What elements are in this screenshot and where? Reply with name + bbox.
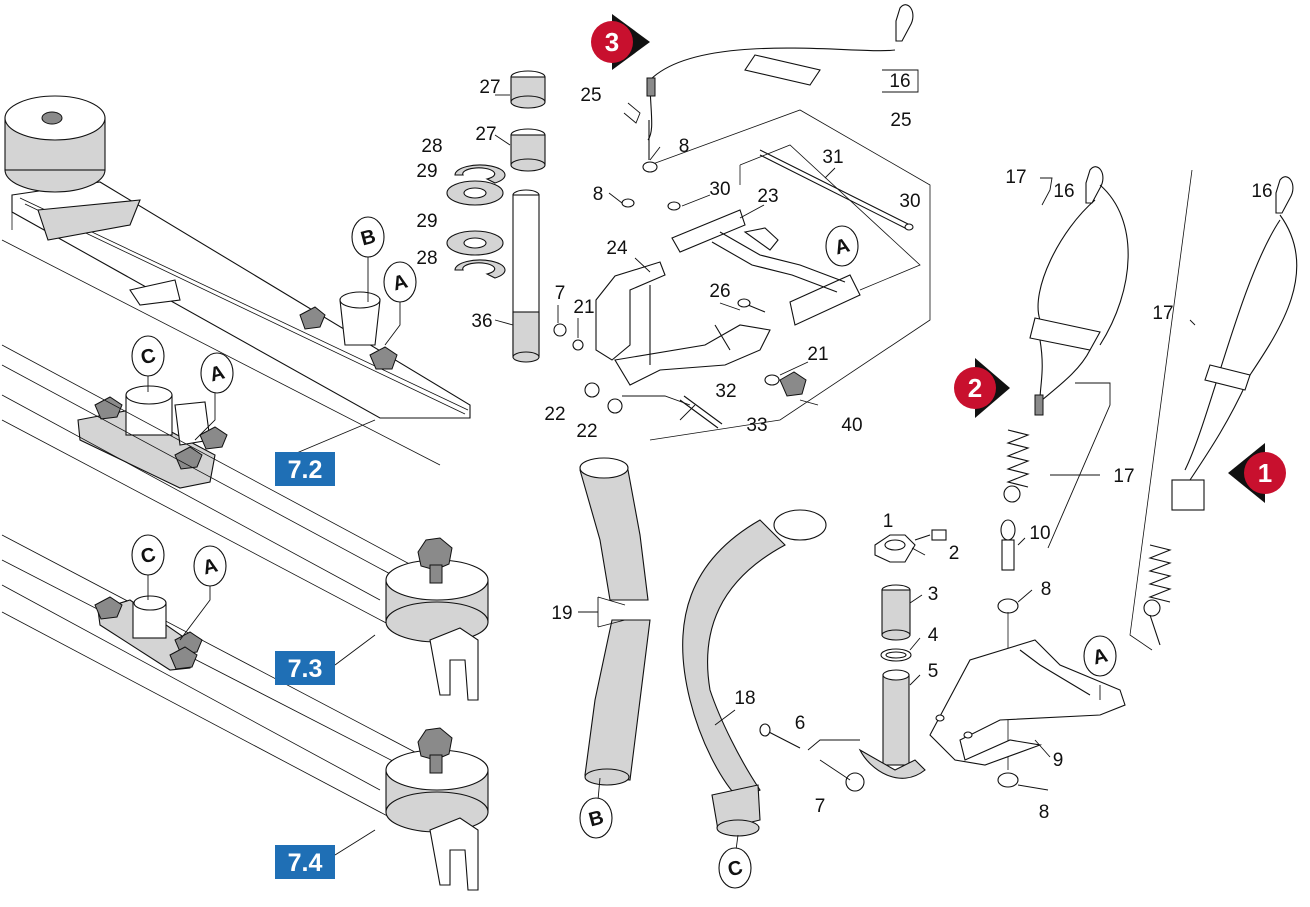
beam-7-2-holder	[77, 385, 228, 489]
frame-40-box	[494, 109, 931, 441]
part-number: 30	[709, 179, 730, 200]
part-number: 33	[746, 415, 767, 436]
strap-3	[623, 4, 919, 160]
part-number: 27	[479, 77, 500, 98]
part-number: 26	[709, 281, 730, 302]
beam-7-3-holder	[94, 595, 203, 671]
part-number: 7	[555, 283, 566, 304]
callout-a-7-2: A	[200, 352, 234, 394]
svg-text:A: A	[390, 270, 410, 295]
part-number: 21	[573, 297, 594, 318]
svg-text:1: 1	[1258, 458, 1272, 488]
beam-7-3-body	[1, 344, 431, 821]
part-number: 17	[1005, 167, 1026, 188]
part-number: 31	[822, 147, 843, 168]
part-number: 22	[576, 421, 597, 442]
callout-b-top: B	[351, 216, 385, 258]
badge-1: 1	[1228, 443, 1286, 503]
strap-2	[997, 166, 1129, 788]
callout-b-hose: B	[579, 797, 613, 839]
strap-1	[1129, 169, 1298, 651]
part-number: 29	[416, 211, 437, 232]
part-number: 8	[1039, 802, 1050, 823]
part-number: 24	[606, 238, 628, 259]
part-number: 25	[890, 110, 911, 131]
part-number: 8	[593, 184, 604, 205]
part-number: 16	[889, 71, 910, 92]
section-box-7-2: 7.2	[275, 452, 335, 486]
beam-7-3-wheel	[385, 537, 489, 701]
callout-c-7-2: C	[131, 335, 165, 377]
svg-text:A: A	[207, 361, 227, 386]
part-number-labels: 27 27 28 29 29 28 36 7 21 22 22 25 8 8 3…	[416, 71, 1272, 823]
badge-2: 2	[954, 358, 1010, 418]
caster-parts	[759, 529, 1126, 792]
part-number: 6	[795, 713, 806, 734]
svg-text:2: 2	[968, 373, 982, 403]
section-box-7-4: 7.4	[275, 845, 335, 879]
left-leaders	[147, 256, 401, 856]
part-number: 3	[928, 584, 939, 605]
svg-text:C: C	[725, 856, 745, 881]
squeegee-beam-7-2	[1, 95, 471, 466]
callout-a-7-3: A	[193, 545, 227, 587]
connection-callouts: B A C A C A A A	[131, 216, 1117, 889]
part-number: 40	[841, 415, 862, 436]
svg-text:B: B	[358, 225, 378, 250]
part-number: 16	[1053, 181, 1074, 202]
callout-a-bracket-9: A	[1083, 635, 1117, 677]
part-number: 22	[544, 404, 565, 425]
svg-text:A: A	[200, 554, 220, 579]
part-number: 36	[471, 311, 492, 332]
part-number: 8	[679, 136, 690, 157]
svg-text:7.4: 7.4	[288, 849, 323, 877]
callout-c-hose: C	[718, 847, 752, 889]
part-number: 32	[715, 381, 736, 402]
part-number: 5	[928, 661, 939, 682]
part-number: 17	[1113, 466, 1134, 487]
section-box-7-3: 7.3	[275, 651, 335, 685]
svg-text:3: 3	[605, 27, 619, 57]
part-number: 9	[1053, 750, 1064, 771]
part-number: 25	[580, 85, 601, 106]
part-number: 10	[1029, 523, 1050, 544]
part-number: 18	[734, 688, 755, 709]
part-number: 16	[1251, 181, 1272, 202]
svg-text:7.2: 7.2	[288, 456, 323, 484]
svg-text:A: A	[832, 234, 852, 259]
svg-text:7.3: 7.3	[288, 655, 323, 683]
callout-a-frame: A	[825, 225, 859, 267]
part-number: 21	[807, 344, 828, 365]
beam-7-4-wheel	[385, 727, 489, 891]
svg-text:C: C	[138, 344, 158, 369]
part-number: 23	[757, 186, 778, 207]
part-number: 30	[899, 191, 920, 212]
part-number: 2	[949, 543, 960, 564]
part-number: 8	[1041, 579, 1052, 600]
part-number: 4	[928, 625, 939, 646]
part-number: 19	[551, 603, 572, 624]
svg-text:B: B	[586, 806, 606, 831]
part-number: 7	[815, 796, 826, 817]
part-number: 29	[416, 161, 437, 182]
part-number: 1	[883, 511, 894, 532]
svg-text:C: C	[138, 543, 158, 568]
part-number: 17	[1152, 303, 1173, 324]
part-number: 27	[475, 124, 496, 145]
hose-19	[578, 457, 651, 801]
callout-c-7-3: C	[131, 534, 165, 576]
svg-text:A: A	[1090, 644, 1110, 669]
hose-18	[682, 509, 827, 851]
pivot-bushings	[446, 70, 546, 363]
callout-a-beam-7-2: A	[383, 261, 417, 303]
part-number: 28	[416, 248, 437, 269]
part-number: 28	[421, 136, 442, 157]
badge-3: 3	[591, 14, 650, 70]
